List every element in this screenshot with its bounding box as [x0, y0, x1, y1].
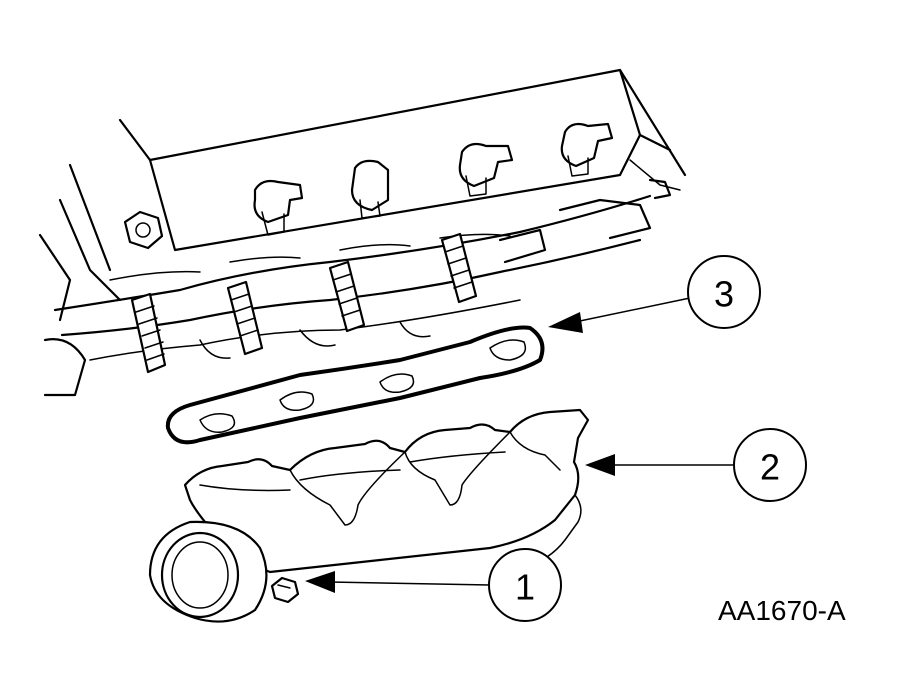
stud-4 [440, 232, 478, 304]
injector-2 [350, 159, 390, 219]
callout-2: 2 [733, 428, 807, 502]
injector-1 [253, 179, 304, 236]
studs [130, 232, 478, 374]
injector-4 [560, 122, 614, 177]
callout-2-number: 2 [760, 447, 780, 488]
figure-id: AA1670-A [718, 595, 846, 626]
callout-1: 1 [488, 548, 562, 622]
callout-arrow-2 [585, 454, 736, 476]
fuel-injectors [253, 122, 614, 236]
manifold-outlet [148, 520, 268, 623]
exhaust-manifold [183, 408, 590, 574]
corner-bolt [123, 210, 164, 250]
nut [270, 576, 300, 604]
callout-3-number: 3 [714, 274, 734, 315]
stud-3 [328, 260, 366, 333]
stud-2 [226, 280, 264, 356]
callout-arrow-1 [305, 571, 491, 593]
injector-3 [458, 142, 514, 197]
callout-3: 3 [687, 255, 761, 329]
callout-1-number: 1 [515, 567, 535, 608]
stud-1 [130, 292, 167, 374]
callout-arrow-3 [548, 297, 691, 333]
gasket [165, 325, 545, 445]
